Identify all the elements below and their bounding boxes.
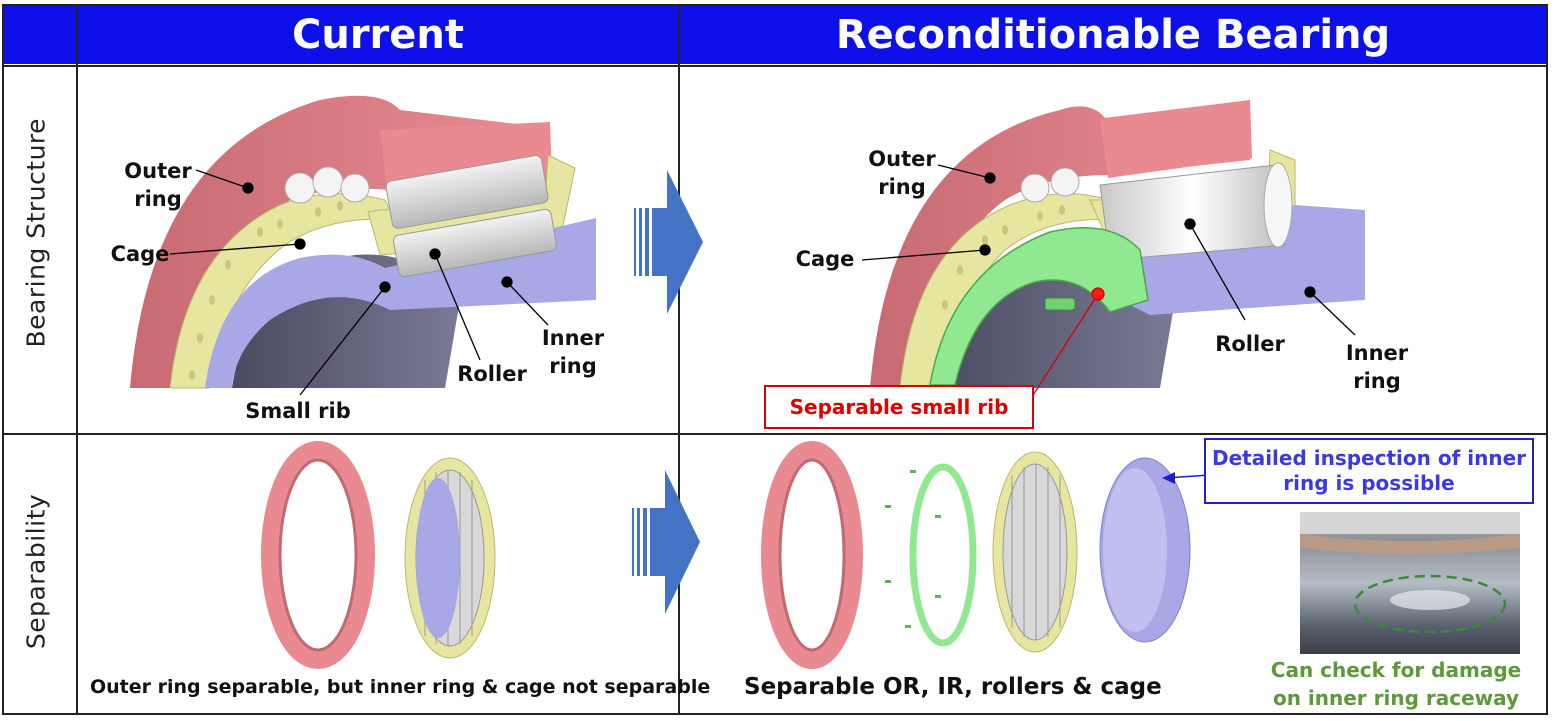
callout-inspection: Detailed inspection of inner ring is pos…: [1204, 438, 1534, 504]
grid-top: [2, 4, 1548, 6]
label-outer-ring-recond: Outer ring: [868, 147, 936, 199]
caption-recond-separability: Separable OR, IR, rollers & cage: [744, 674, 1162, 700]
current-separated-parts: [261, 441, 496, 669]
grid-col1: [76, 4, 78, 715]
grid-mid: [2, 433, 1548, 435]
caption-current-separability: Outer ring separable, but inner ring & c…: [90, 676, 711, 698]
grid-header-bottom: [2, 65, 1548, 67]
callout-separable-small-rib: Separable small rib: [764, 385, 1034, 429]
arrow-right-icon: [632, 470, 700, 614]
header-reconditionable: Reconditionable Bearing: [680, 6, 1546, 64]
label-inner-ring-current: Inner ring: [541, 326, 605, 378]
raceway-photo: [1300, 512, 1520, 654]
label-small-rib: Small rib: [245, 399, 351, 423]
caption-raceway-damage: Can check for damage on inner ring racew…: [1270, 658, 1522, 710]
label-outer-ring-current: Outer ring: [124, 159, 192, 211]
current-bearing-illustration: [130, 95, 596, 389]
recond-bearing-illustration: [870, 100, 1365, 389]
grid-bottom: [2, 713, 1548, 715]
grid-left: [2, 4, 4, 715]
label-cage-recond: Cage: [795, 247, 855, 271]
label-inner-ring-recond: Inner ring: [1345, 341, 1409, 393]
label-roller-recond: Roller: [1215, 332, 1285, 356]
label-roller-current: Roller: [457, 362, 527, 386]
recond-separated-parts: [761, 441, 1191, 669]
header-corner: [4, 6, 76, 64]
arrow-right-icon: [634, 170, 703, 314]
label-cage-current: Cage: [110, 242, 170, 266]
grid-right: [1546, 4, 1548, 715]
grid-col2: [678, 4, 680, 715]
header-current: Current: [78, 6, 678, 64]
